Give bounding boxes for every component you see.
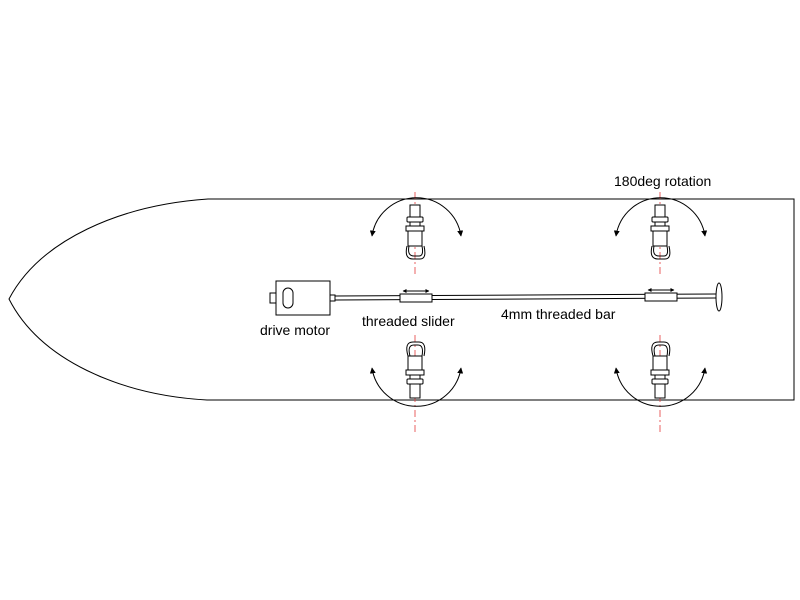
servo-icon xyxy=(650,341,671,399)
motor-icon xyxy=(269,280,336,316)
rotation-arrow-icon xyxy=(369,367,464,407)
rotation-arrow-icon xyxy=(613,197,708,237)
threaded-bar-label: 4mm threaded bar xyxy=(501,306,616,322)
rotation-arrow-icon xyxy=(369,197,464,237)
rotation-label: 180deg rotation xyxy=(614,173,711,189)
servo-icon xyxy=(405,341,426,399)
slider-icon xyxy=(399,289,433,303)
end-disc-icon xyxy=(715,282,723,312)
threaded-slider-label: threaded slider xyxy=(362,313,455,329)
servo-icon xyxy=(405,204,426,260)
hull-outline xyxy=(8,198,795,401)
rotation-arrow-icon xyxy=(613,367,708,407)
slider-icon xyxy=(644,288,678,302)
drive-motor-label: drive motor xyxy=(260,322,330,338)
servo-icon xyxy=(650,204,671,260)
